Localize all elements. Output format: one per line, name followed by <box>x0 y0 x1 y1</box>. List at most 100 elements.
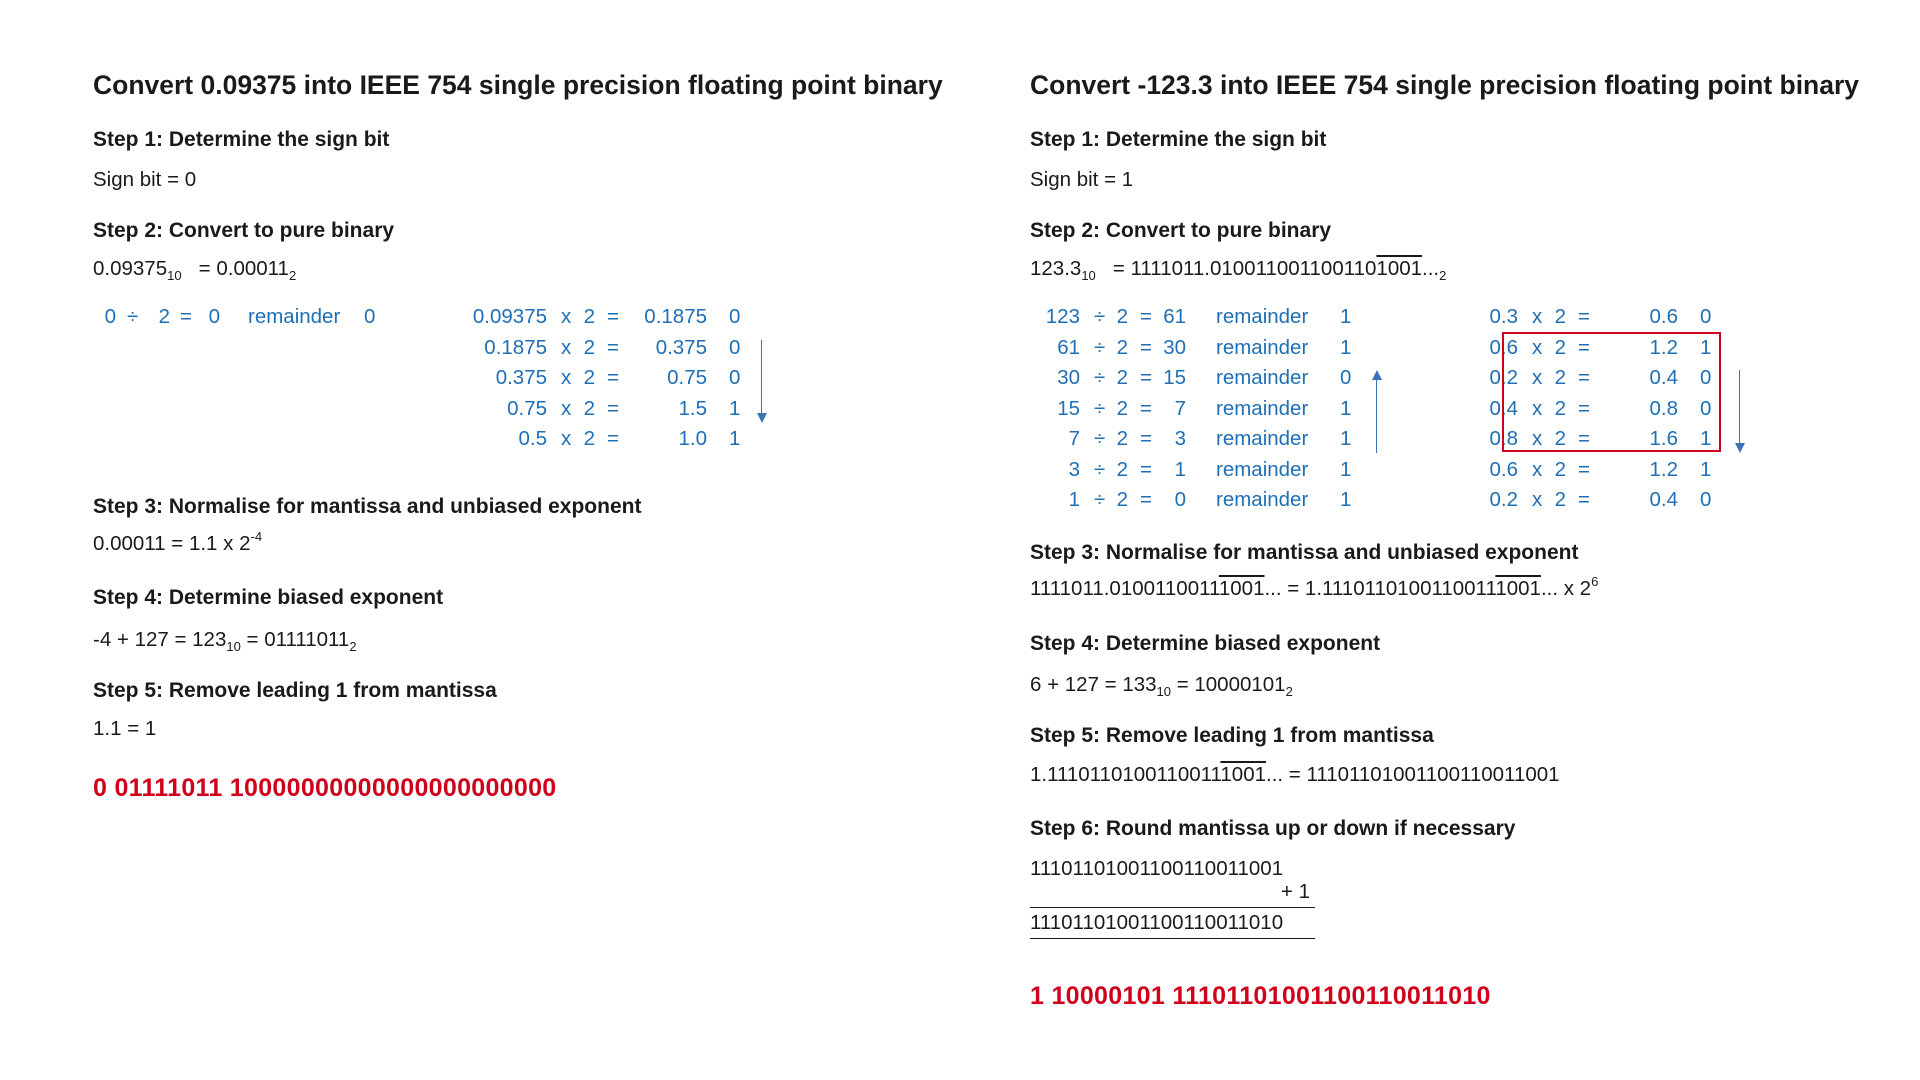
times-symbol: x <box>561 335 572 359</box>
mul-product: 1.5 <box>678 396 708 420</box>
mul-factor: 2 <box>1554 488 1566 511</box>
sum-line <box>1030 907 1315 908</box>
right-step4-heading: Step 4: Determine biased exponent <box>1030 632 1381 655</box>
div-dividend: 61 <box>1057 335 1080 359</box>
equals-symbol: = <box>1140 488 1152 511</box>
div-divisor: 2 <box>1116 396 1128 420</box>
equals-symbol: = <box>607 366 619 389</box>
mul-product: 0.75 <box>667 366 707 389</box>
div-dividend: 7 <box>1068 427 1080 450</box>
mul-factor: 2 <box>583 305 595 328</box>
right-result: 1 10000101 11101101001100110011010 <box>1030 982 1491 1010</box>
mul-factor: 2 <box>583 427 595 450</box>
left-pure-binary: 0.0937510 = 0.000112 <box>93 257 296 282</box>
mul-operand: 0.3 <box>1489 305 1519 328</box>
div-remainder: 1 <box>1340 457 1352 481</box>
right-sign-bit: Sign bit = 1 <box>1030 168 1134 191</box>
remainder-label: remainder <box>1216 305 1309 328</box>
left-pure-binary-value: = 0.00011 <box>192 257 289 280</box>
right-norm-mantissa-repeat: 1001 <box>1495 577 1541 600</box>
right-step6-heading: Step 6: Round mantissa up or down if nec… <box>1030 817 1516 840</box>
mul-product: 0.1875 <box>644 305 707 328</box>
mul-product: 0.6 <box>1649 305 1679 328</box>
div-quotient: 0 <box>1174 488 1186 511</box>
left-result: 0 01111011 10000000000000000000000 <box>93 774 557 802</box>
down-arrow-line <box>761 340 762 415</box>
left-division-row: 0 ÷ 2 = 0 remainder 0 <box>0 302 420 332</box>
mul-product: 0.4 <box>1649 488 1679 511</box>
remainder-label: remainder <box>1216 366 1309 389</box>
right-pure-decimal-base: 10 <box>1081 268 1096 283</box>
left-step4-heading: Step 4: Determine biased exponent <box>93 586 444 609</box>
mul-operand: 0.2 <box>1489 488 1519 511</box>
remainder-label: remainder <box>1216 488 1309 511</box>
right-pure-decimal: 123.3 <box>1030 257 1082 280</box>
mul-bit: 1 <box>729 396 741 420</box>
mul-product: 1.2 <box>1649 457 1679 481</box>
div-quotient: 3 <box>1174 427 1186 450</box>
round-result-value: 11101101001100110011010 <box>1030 911 1284 934</box>
right-norm-binary: 1111011.0100110011 <box>1030 577 1219 600</box>
right-remove-mantissa: 1.1110110100110011 <box>1030 763 1221 786</box>
equals-symbol: = <box>1140 305 1152 328</box>
divide-symbol: ÷ <box>1094 305 1106 328</box>
div-quotient: 1 <box>1174 457 1186 481</box>
div-divisor: 2 <box>1116 427 1128 450</box>
left-bias-binary: = 01111011 <box>240 628 350 651</box>
div-remainder: 0 <box>364 305 376 328</box>
down-arrow-line <box>1739 370 1740 445</box>
times-symbol: x <box>1532 366 1543 389</box>
mul-operand: 0.375 <box>495 366 547 389</box>
equals-symbol: = <box>607 305 619 328</box>
right-bias-sum: 6 + 127 = 133 <box>1030 673 1157 696</box>
right-remove-result: ... = 11101101001100110011001 <box>1266 763 1560 786</box>
div-quotient: 0 <box>208 305 220 328</box>
mul-bit: 0 <box>1700 396 1712 420</box>
right-step3-heading: Step 3: Normalise for mantissa and unbia… <box>1030 541 1579 564</box>
left-biased-exponent: -4 + 127 = 12310 = 011110112 <box>93 628 357 653</box>
right-step1-heading: Step 1: Determine the sign bit <box>1030 128 1327 151</box>
mul-product: 1.6 <box>1649 427 1679 450</box>
mul-product: 0.4 <box>1649 366 1679 389</box>
right-norm-mantissa: ... = 1.1110110100110011 <box>1264 577 1496 600</box>
times-symbol: x <box>561 305 572 328</box>
right-bias-sum-base: 10 <box>1156 684 1172 699</box>
mul-bit: 0 <box>1700 488 1712 511</box>
div-quotient: 7 <box>1174 396 1186 420</box>
div-divisor: 2 <box>1116 366 1128 389</box>
div-divisor: 2 <box>158 305 170 328</box>
divide-symbol: ÷ <box>1094 488 1106 511</box>
mul-factor: 2 <box>1554 396 1566 420</box>
left-sign-bit: Sign bit = 0 <box>93 168 197 191</box>
mul-bit: 0 <box>1700 366 1712 389</box>
right-title: Convert -123.3 into IEEE 754 single prec… <box>1030 70 1860 100</box>
mul-bit: 1 <box>1700 427 1712 450</box>
right-pure-binary-ellipsis: ... <box>1422 257 1440 280</box>
div-remainder: 1 <box>1340 427 1352 450</box>
mul-factor: 2 <box>583 396 595 420</box>
div-quotient: 61 <box>1163 305 1186 328</box>
equals-symbol: = <box>1140 457 1152 481</box>
mul-factor: 2 <box>1554 427 1566 450</box>
equals-symbol: = <box>607 427 619 450</box>
mul-product: 0.375 <box>655 335 707 359</box>
left-bias-sum: -4 + 127 = 123 <box>93 628 227 651</box>
times-symbol: x <box>1532 305 1543 328</box>
mul-operand: 0.5 <box>518 427 548 450</box>
remainder-label: remainder <box>1216 427 1309 450</box>
up-arrow-line <box>1376 378 1377 453</box>
equals-symbol: = <box>1140 427 1152 450</box>
sum-underline <box>1030 938 1315 939</box>
div-quotient: 15 <box>1163 366 1186 389</box>
remainder-label: remainder <box>248 305 341 328</box>
divide-symbol: ÷ <box>1094 457 1106 481</box>
equals-symbol: = <box>607 335 619 359</box>
right-biased-exponent: 6 + 127 = 13310 = 100001012 <box>1030 673 1293 699</box>
